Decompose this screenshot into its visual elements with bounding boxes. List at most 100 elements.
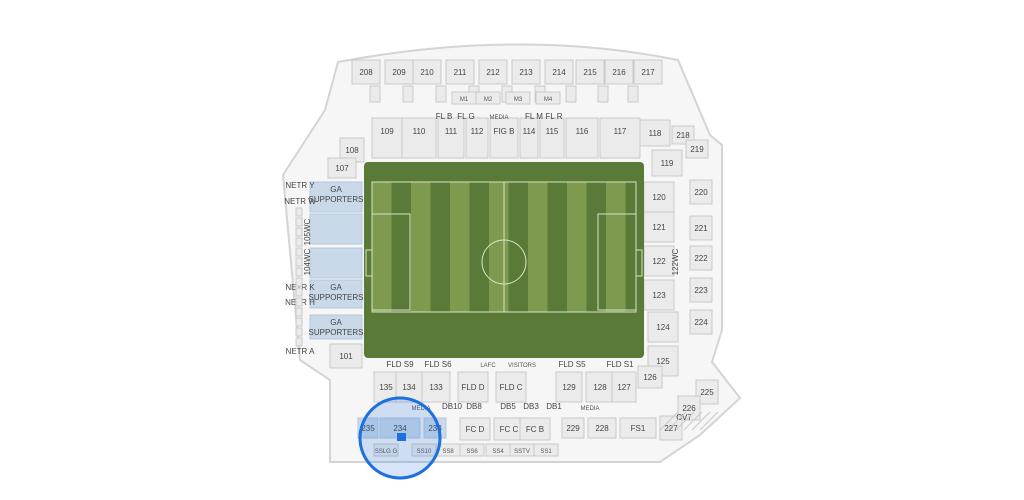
- section-114[interactable]: [519, 117, 539, 159]
- section-SS1[interactable]: [533, 443, 559, 457]
- section-115-label: 115: [546, 127, 559, 136]
- west-box: [295, 317, 303, 327]
- south-media-label: MEDIA: [580, 406, 599, 412]
- ga-supporters-block[interactable]: [309, 314, 363, 340]
- section-101[interactable]: [329, 343, 363, 369]
- section-225[interactable]: [695, 379, 719, 405]
- section-FS1[interactable]: [619, 417, 657, 439]
- section-229[interactable]: [561, 417, 585, 439]
- section-214[interactable]: [544, 59, 574, 85]
- section-128-label: 128: [593, 383, 607, 392]
- east-stair-line: [699, 411, 719, 431]
- section-110[interactable]: [401, 117, 437, 159]
- section-129-label: 129: [562, 383, 576, 392]
- section-121[interactable]: [643, 211, 675, 243]
- section-SS4-label: SS4: [492, 449, 504, 455]
- mezz-M4-label: M4: [544, 97, 553, 103]
- section-SS8-label: SS8: [442, 449, 454, 455]
- ga-supporters-block[interactable]: [309, 279, 363, 309]
- section-213[interactable]: [511, 59, 541, 85]
- section-119[interactable]: [651, 149, 683, 177]
- west-lower-block[interactable]: [309, 213, 363, 245]
- west-box: [295, 227, 303, 237]
- section-222-label: 222: [694, 254, 708, 263]
- section-217[interactable]: [633, 59, 663, 85]
- section-124[interactable]: [647, 311, 679, 343]
- section-123[interactable]: [643, 279, 675, 311]
- section-233-label: 233: [428, 424, 442, 433]
- section-210[interactable]: [412, 59, 442, 85]
- section-127[interactable]: [611, 371, 637, 403]
- section-224[interactable]: [689, 309, 713, 335]
- section-122[interactable]: [643, 245, 675, 277]
- south-field-label: FLD S5: [558, 360, 586, 369]
- section-112[interactable]: [465, 117, 489, 159]
- field-north-label: FL G: [457, 112, 474, 121]
- section-115[interactable]: [539, 117, 565, 159]
- section-211[interactable]: [445, 59, 475, 85]
- west-box: [295, 267, 303, 277]
- section-216[interactable]: [604, 59, 634, 85]
- section-129[interactable]: [555, 371, 583, 403]
- section-221[interactable]: [689, 215, 713, 241]
- section-SSLG-G[interactable]: [373, 443, 399, 457]
- section-116[interactable]: [565, 117, 599, 159]
- section-109[interactable]: [371, 117, 403, 159]
- section-111[interactable]: [437, 117, 465, 159]
- section-FLD-D[interactable]: [457, 371, 489, 403]
- section-222[interactable]: [689, 245, 713, 271]
- section-117[interactable]: [599, 117, 641, 159]
- south-db-label: DB10: [442, 402, 463, 411]
- section-FIG-B[interactable]: [489, 117, 519, 159]
- section-SS10-label: SS10: [417, 449, 432, 455]
- section-208[interactable]: [351, 59, 381, 85]
- section-128[interactable]: [585, 371, 615, 403]
- west-box: [295, 217, 303, 227]
- section-FC-D[interactable]: [459, 417, 491, 441]
- south-field-label: FLD S6: [424, 360, 452, 369]
- section-111-label: 111: [445, 127, 458, 136]
- section-219[interactable]: [685, 139, 709, 159]
- section-220-label: 220: [694, 188, 708, 197]
- section-FLD-C[interactable]: [495, 371, 527, 403]
- section-126[interactable]: [637, 365, 663, 389]
- section-229-label: 229: [566, 424, 580, 433]
- section-118[interactable]: [639, 119, 671, 147]
- pitch-stripe: [411, 182, 431, 312]
- south-db-label: DB5: [500, 402, 516, 411]
- upper-aisle-box: [597, 85, 609, 103]
- highlight-marker[interactable]: [397, 433, 406, 441]
- section-234-label: 234: [393, 424, 407, 433]
- section-215[interactable]: [575, 59, 605, 85]
- mezz-M4[interactable]: [535, 91, 561, 105]
- section-117-label: 117: [614, 127, 627, 136]
- ga-label-line1: GA: [330, 185, 342, 194]
- section-220[interactable]: [689, 179, 713, 205]
- east-stair-line: [675, 411, 695, 431]
- section-223[interactable]: [689, 277, 713, 303]
- section-SS6[interactable]: [459, 443, 485, 457]
- section-209[interactable]: [384, 59, 414, 85]
- netr-label: NETR A: [286, 347, 316, 356]
- section-133[interactable]: [421, 371, 451, 403]
- east-wc-label: 122WC: [671, 248, 680, 275]
- mezz-M2[interactable]: [475, 91, 501, 105]
- section-FC-B[interactable]: [519, 417, 551, 441]
- section-216-label: 216: [612, 68, 626, 77]
- section-SSTV-label: SSTV: [514, 449, 530, 455]
- section-107[interactable]: [327, 157, 357, 179]
- section-212[interactable]: [478, 59, 508, 85]
- section-228[interactable]: [587, 417, 617, 439]
- netr-label: NETR Y: [285, 181, 315, 190]
- west-lower-block[interactable]: [309, 247, 363, 279]
- section-FIG-B-label: FIG B: [494, 127, 515, 136]
- pitch-stripe: [372, 182, 392, 312]
- south-field-label: FLD S9: [386, 360, 414, 369]
- ga-supporters-block[interactable]: [309, 181, 363, 213]
- section-217-label: 217: [641, 68, 655, 77]
- mezz-M3[interactable]: [505, 91, 531, 105]
- west-box: [295, 277, 303, 287]
- section-FC-D-label: FC D: [466, 425, 485, 434]
